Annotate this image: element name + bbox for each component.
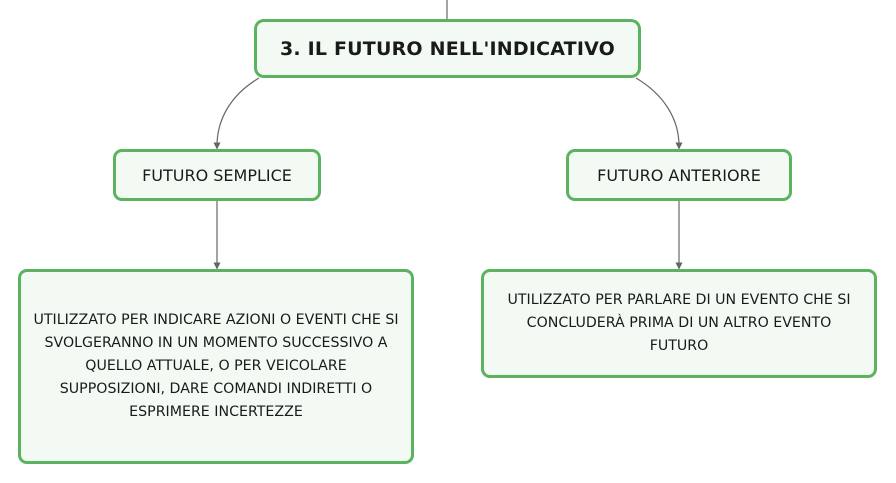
root-node[interactable]: 3. IL FUTURO NELL'INDICATIVO xyxy=(254,19,641,78)
topic-node-futuro-anteriore[interactable]: FUTURO ANTERIORE xyxy=(566,149,792,201)
connector-root-to-futuro-semplice xyxy=(213,77,260,150)
description-text-futuro-semplice: UTILIZZATO PER INDICARE AZIONI O EVENTI … xyxy=(33,312,399,420)
root-node-label: 3. IL FUTURO NELL'INDICATIVO xyxy=(279,37,616,60)
topic-node-futuro-semplice[interactable]: FUTURO SEMPLICE xyxy=(113,149,321,201)
topic-label-futuro-anteriore: FUTURO ANTERIORE xyxy=(597,165,761,185)
description-node-futuro-anteriore[interactable]: UTILIZZATO PER PARLARE DI UN EVENTO CHE … xyxy=(481,269,877,378)
description-text-futuro-anteriore: UTILIZZATO PER PARLARE DI UN EVENTO CHE … xyxy=(507,292,851,354)
topic-label-futuro-semplice: FUTURO SEMPLICE xyxy=(142,165,292,185)
description-node-futuro-semplice[interactable]: UTILIZZATO PER INDICARE AZIONI O EVENTI … xyxy=(18,269,414,464)
connector-root-to-futuro-anteriore xyxy=(635,77,683,150)
